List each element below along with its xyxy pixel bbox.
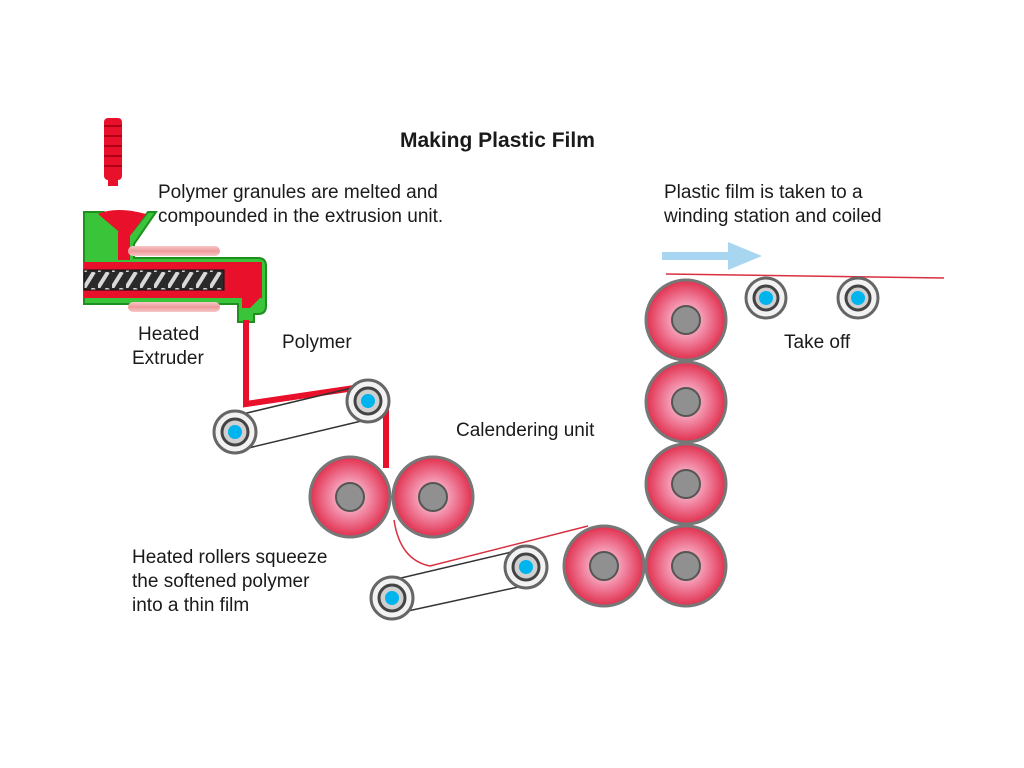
polymer-label: Polymer xyxy=(282,332,352,353)
calendering-label: Calendering unit xyxy=(456,420,595,441)
rollers-caption-line1: Heated rollers squeeze xyxy=(132,547,328,568)
upper-conveyor xyxy=(212,378,391,455)
rollers-caption-line2: the softened polymer xyxy=(132,571,310,592)
film-path-lower xyxy=(393,519,589,567)
calendering-rollers xyxy=(562,278,728,608)
diagram-title: Making Plastic Film xyxy=(400,129,595,152)
winding-caption-line2: winding station and coiled xyxy=(664,206,882,227)
winding-caption-line1: Plastic film is taken to a xyxy=(664,182,863,203)
extruder-label-line1: Heated xyxy=(138,324,200,345)
extruder-label-line2: Extruder xyxy=(132,348,204,369)
granules-caption-line2: compounded in the extrusion unit. xyxy=(158,206,444,227)
falling-granules-icon xyxy=(104,118,122,186)
lower-conveyor xyxy=(369,544,549,621)
granules-caption-line1: Polymer granules are melted and xyxy=(158,182,438,203)
film-path-exit xyxy=(665,273,945,279)
heated-rollers xyxy=(308,455,475,539)
take-off-label: Take off xyxy=(784,332,851,353)
take-off-rollers xyxy=(744,276,880,320)
right-arrow-icon xyxy=(662,242,762,270)
heated-extruder xyxy=(83,210,267,323)
rollers-caption-line3: into a thin film xyxy=(132,595,250,616)
